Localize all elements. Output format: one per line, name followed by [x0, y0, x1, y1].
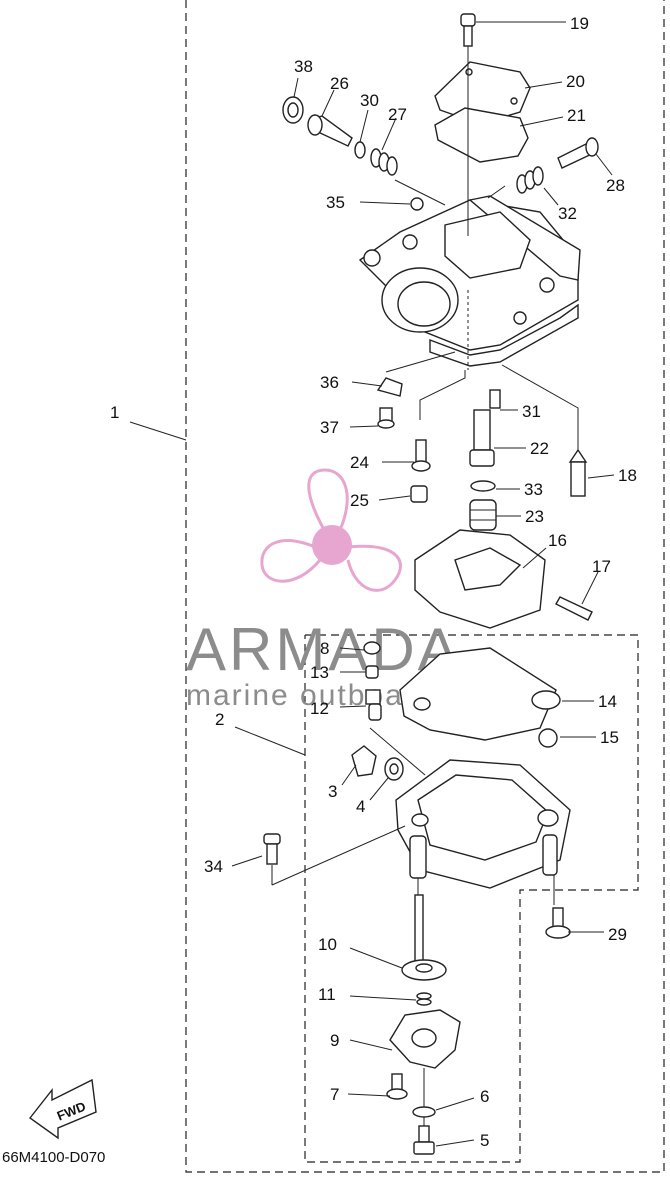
callout-28: 28 — [606, 176, 625, 195]
callout-14: 14 — [598, 692, 617, 711]
callout-5: 5 — [480, 1131, 489, 1150]
callout-16: 16 — [548, 531, 567, 550]
part-6-washer — [412, 1106, 436, 1118]
assembly-1-boundary — [185, 0, 665, 1173]
part-31-jet — [489, 389, 501, 409]
part-34-screw — [263, 833, 281, 865]
callout-29: 29 — [608, 925, 627, 944]
part-15-filter — [538, 728, 558, 748]
float-chamber — [395, 759, 571, 889]
part-37-screw — [377, 407, 395, 429]
part-38-plug — [282, 96, 304, 124]
part-12-drain-screw — [365, 689, 382, 721]
callout-25: 25 — [350, 491, 369, 510]
callout-36: 36 — [320, 373, 339, 392]
part-29-screw — [545, 907, 571, 939]
callout-26: 26 — [330, 74, 349, 93]
part-24-pilot-jet — [411, 439, 431, 472]
callout-15: 15 — [600, 728, 619, 747]
part-19-screw — [460, 13, 476, 47]
callout-1: 1 — [110, 403, 119, 422]
part-28-throttle-stop-screw — [557, 137, 599, 169]
part-20-cover — [434, 61, 531, 125]
part-4-gasket — [384, 757, 404, 781]
callout-17: 17 — [592, 557, 611, 576]
part-17-float-pin — [555, 596, 593, 621]
callout-23: 23 — [525, 507, 544, 526]
drawing-code: 66M4100-D070 — [2, 1149, 105, 1166]
callout-35: 35 — [326, 193, 345, 212]
part-36-bracket — [376, 377, 403, 397]
callout-9: 9 — [330, 1031, 339, 1050]
callout-labels: 1 2 3 4 5 6 7 8 9 10 11 12 13 14 15 16 1… — [110, 14, 637, 1150]
callout-18: 18 — [618, 466, 637, 485]
part-23-main-jet-holder — [469, 499, 497, 531]
part-11-spring — [416, 992, 432, 1006]
callout-19: 19 — [570, 14, 589, 33]
part-30-o-ring — [354, 141, 366, 159]
part-21-gasket — [434, 107, 529, 163]
callout-12: 12 — [310, 699, 329, 718]
callout-37: 37 — [320, 418, 339, 437]
part-7-screw — [386, 1073, 408, 1100]
callout-21: 21 — [567, 106, 586, 125]
part-5-screw — [413, 1125, 435, 1155]
part-8-o-ring — [363, 641, 381, 655]
armada-watermark: ARMADA marine outboards — [186, 468, 461, 712]
part-32-spring — [516, 166, 544, 194]
callout-24: 24 — [350, 453, 369, 472]
callout-4: 4 — [356, 797, 365, 816]
part-16-float — [414, 529, 546, 629]
part-33-o-ring — [470, 480, 496, 492]
callout-32: 32 — [558, 204, 577, 223]
part-25-main-jet — [410, 485, 428, 503]
callout-11: 11 — [318, 985, 336, 1004]
part-14-gasket — [399, 647, 557, 741]
callout-leaders — [129, 21, 615, 1147]
callout-27: 27 — [388, 105, 407, 124]
part-22-main-nozzle — [469, 409, 495, 467]
part-3-screw — [351, 745, 377, 777]
part-9-cover — [389, 1009, 461, 1069]
part-27-spring — [370, 148, 398, 176]
callout-7: 7 — [330, 1085, 339, 1104]
callout-13: 13 — [310, 663, 329, 682]
callout-38: 38 — [294, 57, 313, 76]
callout-34: 34 — [204, 857, 223, 876]
callout-3: 3 — [328, 782, 337, 801]
fwd-arrow-icon: FWD — [28, 1078, 97, 1140]
assembly-2-boundary — [304, 634, 639, 1163]
callout-30: 30 — [360, 91, 379, 110]
callout-10: 10 — [318, 935, 337, 954]
part-26-pilot-screw — [307, 114, 353, 147]
callout-20: 20 — [566, 72, 585, 91]
part-18-needle-valve — [568, 448, 588, 497]
callout-8: 8 — [320, 639, 329, 658]
callout-22: 22 — [530, 439, 549, 458]
watermark-brand: ARMADA — [186, 616, 461, 683]
callout-33: 33 — [524, 480, 543, 499]
callout-2: 2 — [215, 710, 224, 729]
propeller-logo — [260, 468, 402, 592]
part-35-screw — [410, 197, 424, 211]
part-13-plug — [365, 665, 379, 679]
callout-6: 6 — [480, 1087, 489, 1106]
carburetor-body — [358, 195, 581, 367]
part-10-plunger — [401, 894, 447, 981]
callout-31: 31 — [522, 402, 541, 421]
